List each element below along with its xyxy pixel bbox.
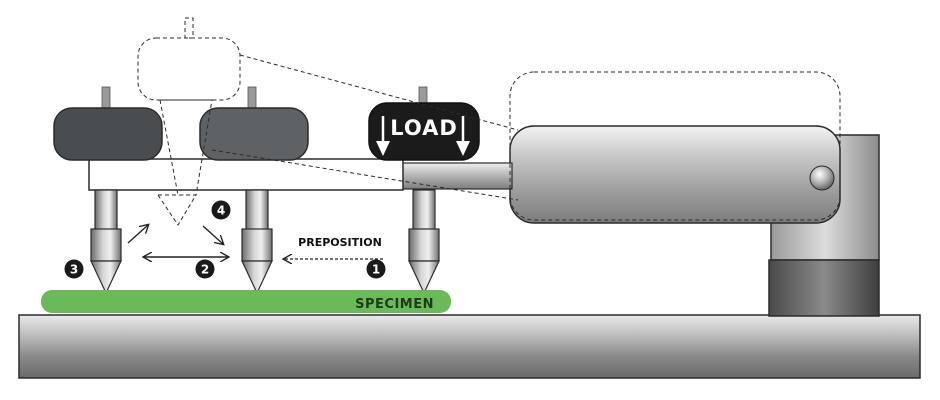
step-badge-4: 4 — [211, 200, 231, 220]
svg-text:1: 1 — [372, 263, 380, 277]
step-badge-2: 2 — [195, 259, 215, 279]
step-badge-3: 3 — [64, 259, 84, 279]
indenter-1 — [408, 189, 440, 295]
arrow-step-4-2 — [202, 225, 223, 244]
svg-text:2: 2 — [201, 263, 209, 277]
step-badge-1: 1 — [366, 259, 386, 279]
actuator-cylinder — [509, 125, 841, 224]
preposition-label: PREPOSITION — [298, 236, 382, 249]
pivot-ball — [809, 165, 835, 191]
svg-text:3: 3 — [70, 263, 78, 277]
base-plate — [18, 314, 921, 379]
specimen — [41, 290, 451, 313]
piston-rod — [399, 162, 513, 190]
indenter-3 — [90, 189, 122, 295]
load-arrow-right-icon — [456, 116, 470, 156]
svg-text:4: 4 — [217, 204, 225, 218]
load-label: LOAD — [390, 116, 458, 140]
indenter-head-middle — [199, 107, 309, 161]
indenter-2 — [241, 189, 273, 295]
indenter-head-left — [53, 107, 163, 161]
load-head — [368, 102, 480, 161]
crossbar — [88, 158, 404, 191]
ghost-outlines — [137, 17, 841, 226]
load-arrow-left-icon — [376, 116, 390, 156]
arrow-step-3-4 — [127, 225, 148, 244]
specimen-label: SPECIMEN — [355, 297, 434, 312]
